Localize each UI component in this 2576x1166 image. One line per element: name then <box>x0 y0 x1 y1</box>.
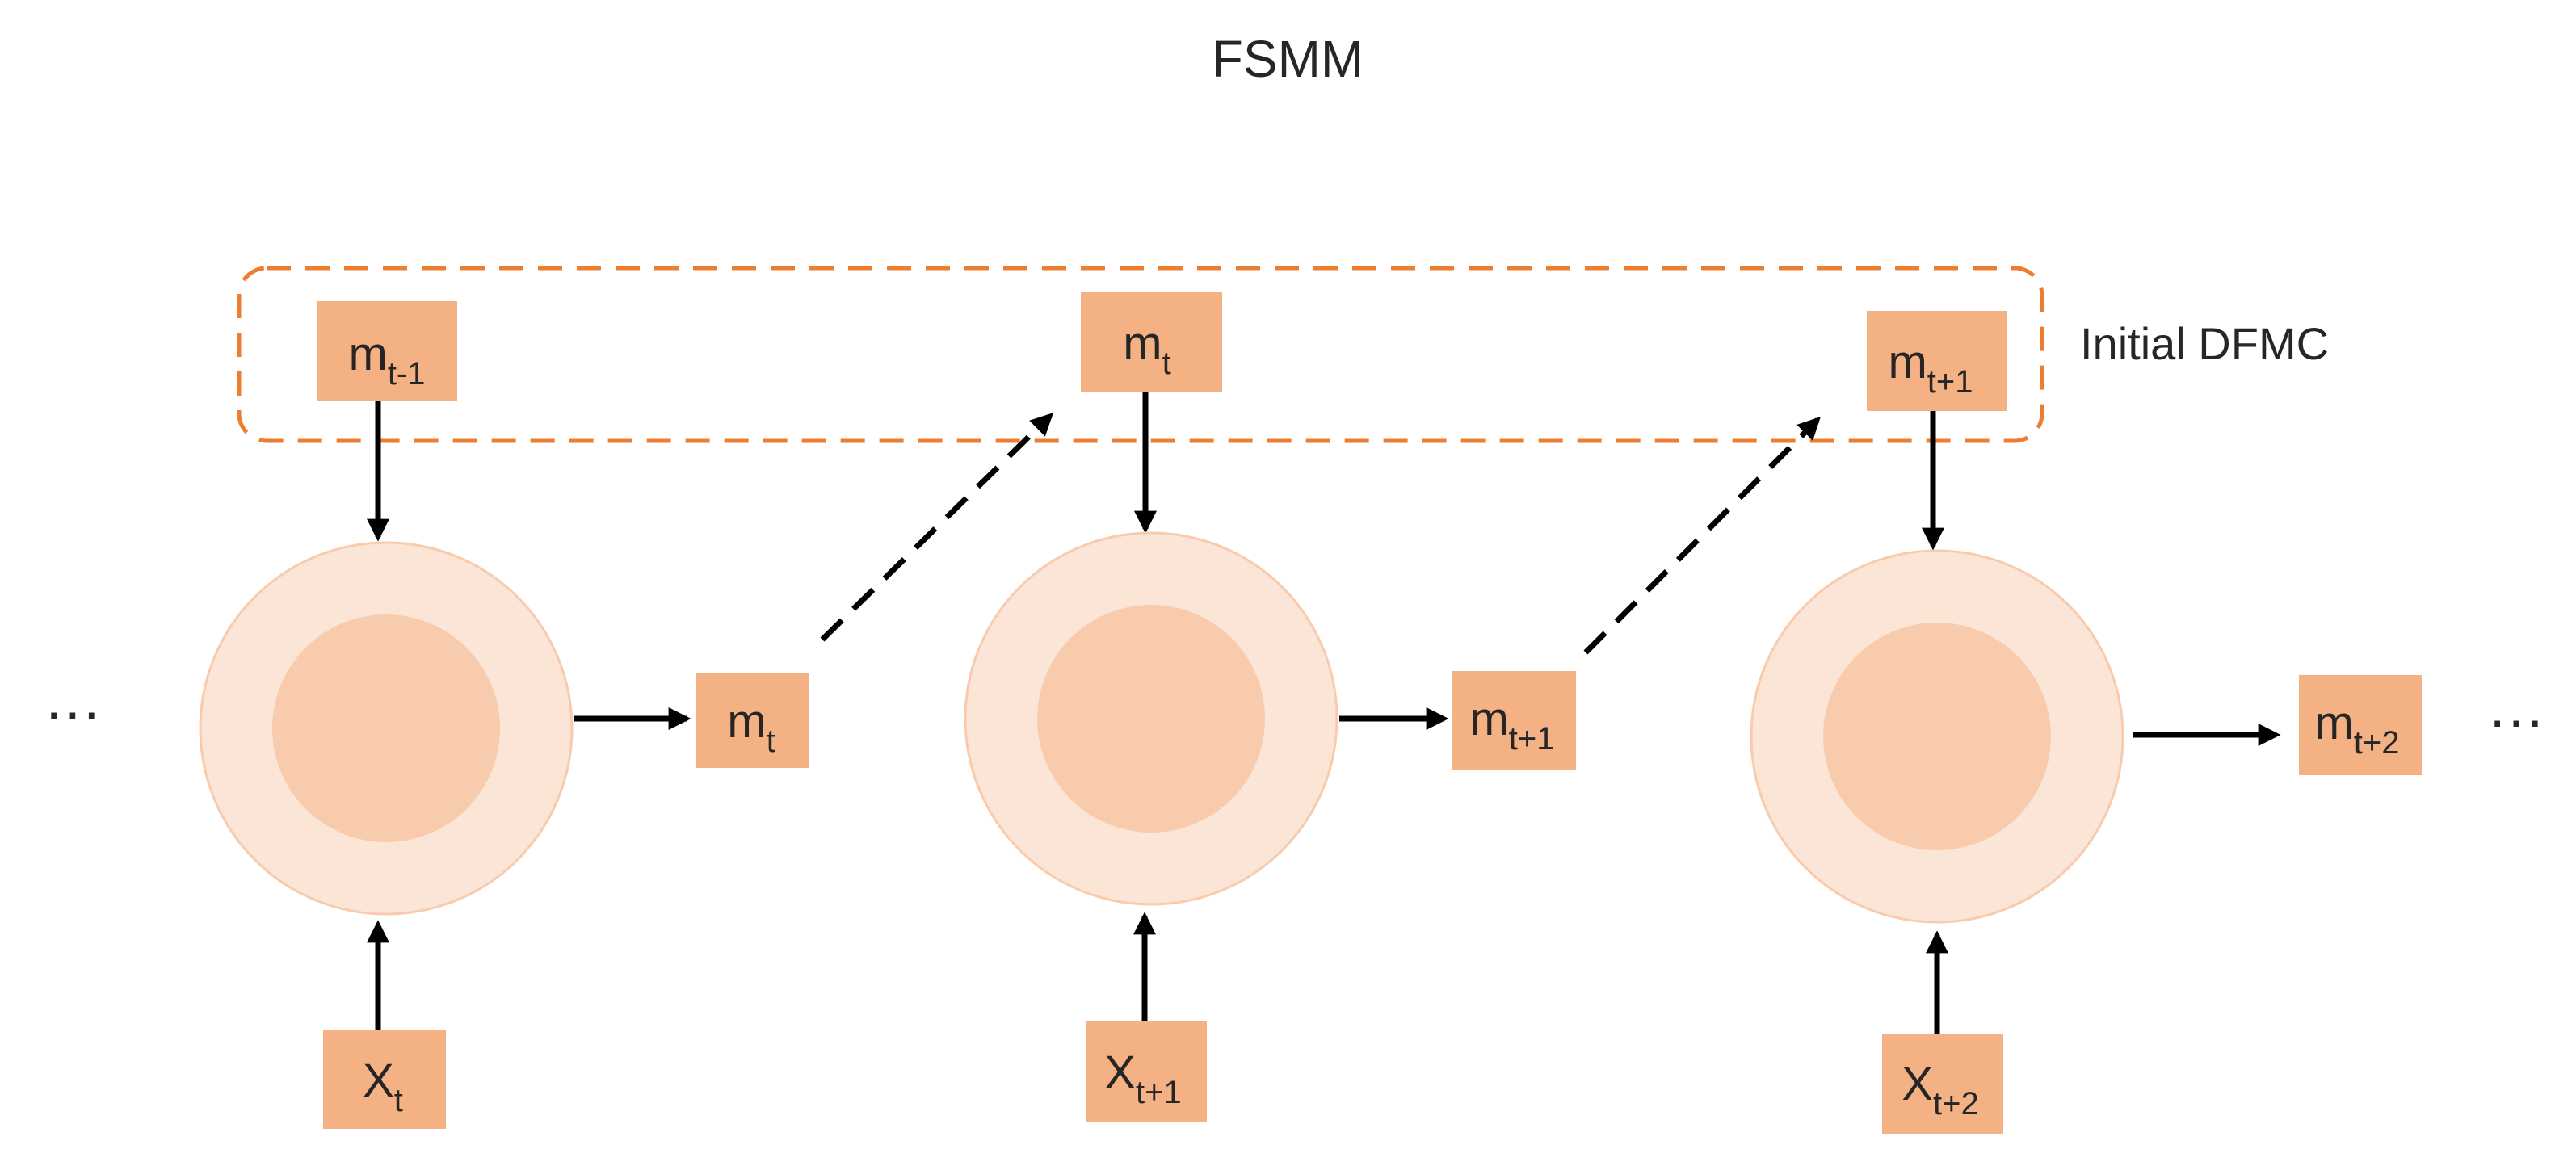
initial-dfmc-group <box>237 266 2044 443</box>
cell-inner-circle-1 <box>272 614 500 842</box>
initial-dfmc-label: Initial DFMC <box>2080 318 2329 369</box>
top-memory-box-1 <box>317 301 457 401</box>
memory-update-arrow-2 <box>1583 417 1821 655</box>
top-memory-box-2 <box>1081 292 1222 392</box>
memory-update-arrow-1 <box>820 413 1053 642</box>
left-ellipsis: ··· <box>44 680 101 743</box>
right-ellipsis: ··· <box>2488 688 2544 751</box>
top-memory-label-3: mt+1 <box>1888 336 1973 400</box>
cell-2: mt mt+1 Xt+1 <box>964 292 1576 1122</box>
cell-inner-circle-2 <box>1037 605 1265 833</box>
cell-inner-circle-3 <box>1823 623 2051 850</box>
top-memory-label-1: mt-1 <box>348 328 425 392</box>
output-box-3 <box>2299 675 2422 775</box>
input-box-1 <box>323 1030 446 1129</box>
input-box-3 <box>1882 1034 2003 1134</box>
cell-3: mt+1 mt+2 Xt+2 <box>1750 311 2422 1134</box>
top-memory-box-3 <box>1867 311 2007 411</box>
diagram-title: FSMM <box>1212 30 1364 88</box>
output-label-2: mt+1 <box>1469 693 1554 757</box>
cell-1: mt-1 mt Xt <box>199 301 809 1129</box>
input-box-2 <box>1086 1021 1207 1122</box>
output-label-3: mt+2 <box>2314 697 2399 761</box>
input-label-2: Xt+1 <box>1104 1046 1181 1110</box>
top-memory-label-2: mt <box>1123 317 1170 381</box>
output-box-2 <box>1452 671 1576 770</box>
output-label-1: mt <box>727 695 775 759</box>
output-box-1 <box>696 673 809 768</box>
input-label-3: Xt+2 <box>1902 1058 1978 1122</box>
input-label-1: Xt <box>363 1055 403 1118</box>
